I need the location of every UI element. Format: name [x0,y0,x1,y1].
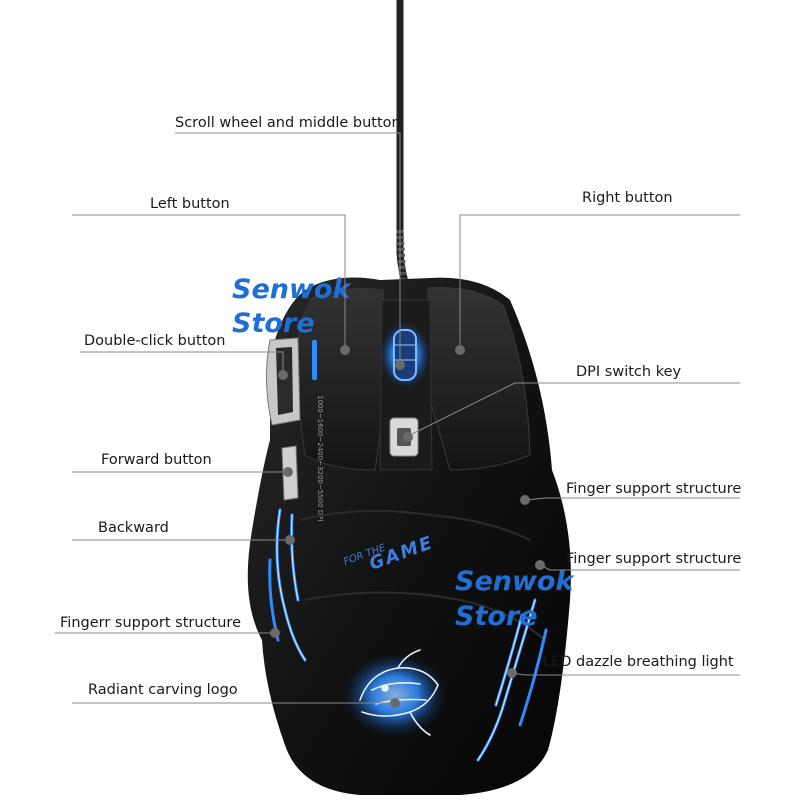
watermark-top-line2: Store [232,308,315,339]
label-carving-logo: Radiant carving logo [88,682,238,698]
leader-dpi-switch [409,382,740,436]
label-double-click: Double-click button [84,333,225,349]
label-finger-support-2: Finger support structure [566,551,741,567]
watermark-bottom-line1: Senwok [455,566,575,597]
scroll-wheel [393,329,417,381]
mouse-illustration: 1000~1600~2400~3200~5500 DPI FOR THE GAM… [247,277,571,795]
watermark-bottom-line2: Store [455,601,538,632]
label-scroll-wheel: Scroll wheel and middle button [175,115,401,131]
label-forward: Forward button [101,452,212,468]
label-finger-support-1: Finger support structure [566,481,741,497]
label-right-button: Right button [582,190,673,206]
label-backward: Backward [98,520,169,536]
label-dpi-switch: DPI switch key [576,364,681,380]
watermark-top: Senwok Store [232,274,352,339]
leader-finger-support-1 [526,497,740,501]
leader-left-button [72,214,346,350]
leader-double-click [80,351,284,372]
callout-labels: Scroll wheel and middle button Left butt… [60,115,741,698]
watermark-bottom: Senwok Store [455,566,575,632]
label-led-light: LED dazzle breathing light [543,654,734,670]
dpi-scale-print: 1000~1600~2400~3200~5500 DPI [316,395,324,521]
watermark-top-line1: Senwok [232,274,352,305]
leader-scroll-wheel [175,132,401,365]
leader-right-button [459,214,740,350]
leader-dots [270,345,545,708]
right-button-shape [427,287,531,471]
left-button-shape [294,288,386,471]
label-fingerr-support: Fingerr support structure [60,615,241,631]
dragon-logo-glow [343,653,447,737]
label-left-button: Left button [150,196,230,212]
